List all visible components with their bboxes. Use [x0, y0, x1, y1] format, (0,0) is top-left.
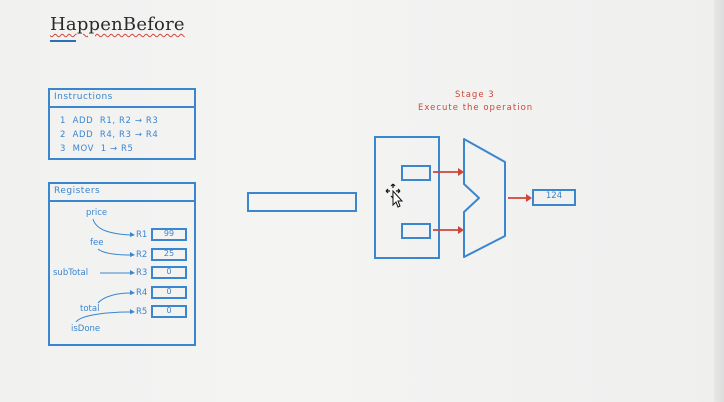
instructions-panel: Instructions 1 ADD R1, R2 → R3 2 ADD R4,… — [48, 88, 196, 160]
connector-price-head — [130, 232, 135, 237]
operand-b-slot — [401, 223, 431, 239]
slide-edge — [714, 0, 724, 402]
variable-isdone: isDone — [71, 324, 101, 334]
alu-result-box: 124 — [532, 189, 576, 206]
register-value-box: 0 — [151, 305, 187, 318]
variable-subtotal: subTotal — [53, 268, 89, 278]
variable-total: total — [80, 304, 100, 314]
connector-isdone — [75, 311, 132, 323]
page-title: HappenBefore — [50, 14, 185, 35]
stage-title: Stage 3 — [455, 90, 495, 100]
stage-subtitle: Execute the operation — [418, 103, 534, 113]
arrowhead-operand-b — [458, 226, 464, 234]
variable-fee: fee — [90, 238, 104, 248]
register-value: 0 — [166, 287, 172, 296]
alu-result-value: 124 — [545, 191, 563, 201]
registers-divider — [50, 200, 194, 202]
instructions-divider — [50, 106, 194, 108]
register-value-box: 99 — [151, 228, 187, 241]
registers-header: Registers — [54, 186, 101, 196]
register-name: R4 — [136, 288, 148, 298]
alu-shape — [463, 138, 506, 258]
arrowhead-operand-a — [458, 168, 464, 176]
register-name: R5 — [136, 307, 148, 317]
variable-price: price — [86, 208, 108, 218]
instruction-line: 2 ADD R4, R3 → R4 — [60, 130, 159, 140]
register-value: 99 — [163, 229, 175, 238]
connector-total — [97, 292, 132, 304]
register-value-box: 0 — [151, 286, 187, 299]
instruction-line: 1 ADD R1, R2 → R3 — [60, 116, 159, 126]
connector-fee — [97, 248, 132, 256]
operand-a-slot — [401, 165, 431, 181]
register-name: R2 — [136, 250, 148, 260]
register-name: R1 — [136, 230, 148, 240]
connector-isdone-head — [130, 309, 135, 314]
register-value: 0 — [166, 267, 172, 276]
register-value-box: 0 — [151, 266, 187, 279]
register-value-box: 25 — [151, 248, 187, 261]
register-value: 0 — [166, 306, 172, 315]
connector-total-head — [130, 290, 135, 295]
operand-panel — [374, 136, 440, 259]
instructions-header: Instructions — [54, 92, 113, 102]
arrowhead-output — [526, 194, 532, 202]
connector-subtotal-head — [130, 270, 135, 275]
pipeline-input-slot — [247, 192, 357, 212]
registers-panel: Registers — [48, 182, 196, 346]
move-cursor-icon — [385, 183, 404, 208]
register-value: 25 — [163, 249, 175, 258]
connector-fee-head — [130, 252, 135, 257]
register-name: R3 — [136, 268, 148, 278]
connector-price — [92, 218, 132, 236]
instruction-line: 3 MOV 1 → R5 — [60, 144, 134, 154]
title-underline — [50, 40, 76, 42]
